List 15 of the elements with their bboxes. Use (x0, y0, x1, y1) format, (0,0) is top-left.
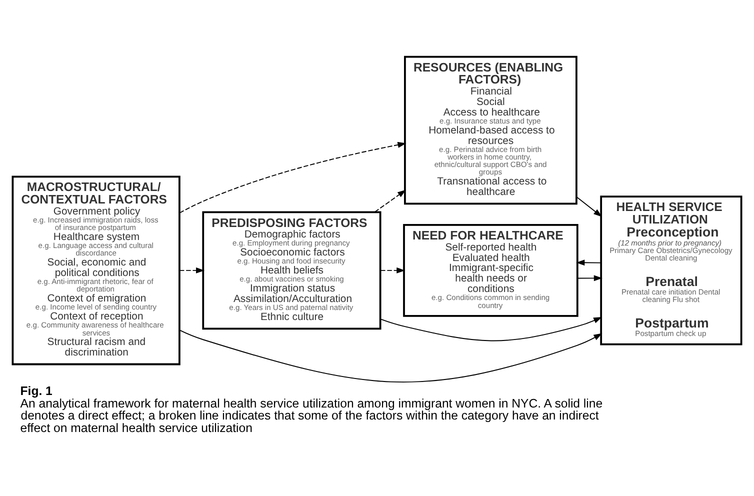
arrow (576, 260, 602, 266)
diagram-title: Fig. 1 (20, 384, 52, 398)
node-box: HEALTH SERVICE UTILIZATION Preconception (12 months prior to pregnancy) Primary Care Obstetrics/Gynecology Dental cleaning Prenatal Prenatal care initiation Dental cleaning Flu shot Postpartum Postpartum check up (600, 196, 742, 346)
arrow (179, 267, 205, 274)
node-box: MACROSTRUCTURAL/ CONTEXTUAL FACTORS Government policy e.g. Increased immigration raids, loss of insurance postpartum Healthcare system e.g. Language access and cultural discordance Social, economic and political conditions e.g. Anti-immigrant rhetoric, fear of deportation Context of emigration e.g. Income level of sending country Context of reception e.g. Community awareness of healthcare services Structural racism and discrimination (12, 176, 180, 366)
arrow (576, 196, 602, 217)
arrow (179, 330, 602, 382)
node-box: NEED FOR HEALTHCARE Self-reported health Evaluated health Immigrant-specific health needs or conditions e.g. Conditions common in sending country (403, 224, 578, 317)
arrow (577, 275, 602, 282)
node-box: PREDISPOSING FACTORS Demographic factors e.g. Employment during pregnancy Socioeconomic factors e.g. Housing and food insecurity Health beliefs e.g. about vaccines or smoking Immigration status Assimilation/Acculturation e.g. Years in US and paternal nativity Ethnic culture (202, 211, 382, 330)
arrow (179, 142, 406, 214)
arrow (380, 316, 602, 342)
arrow (380, 267, 406, 274)
node-box: RESOURCES (ENABLING FACTORS) Financial Social Access to healthcare e.g. Insurance status and type Homeland-based access to resources e.g. Perinatal advice from birth workers in home country, ethnic/cultural support CBO's and groups Transnational access to healthcare (404, 56, 578, 205)
arrow (374, 190, 406, 212)
